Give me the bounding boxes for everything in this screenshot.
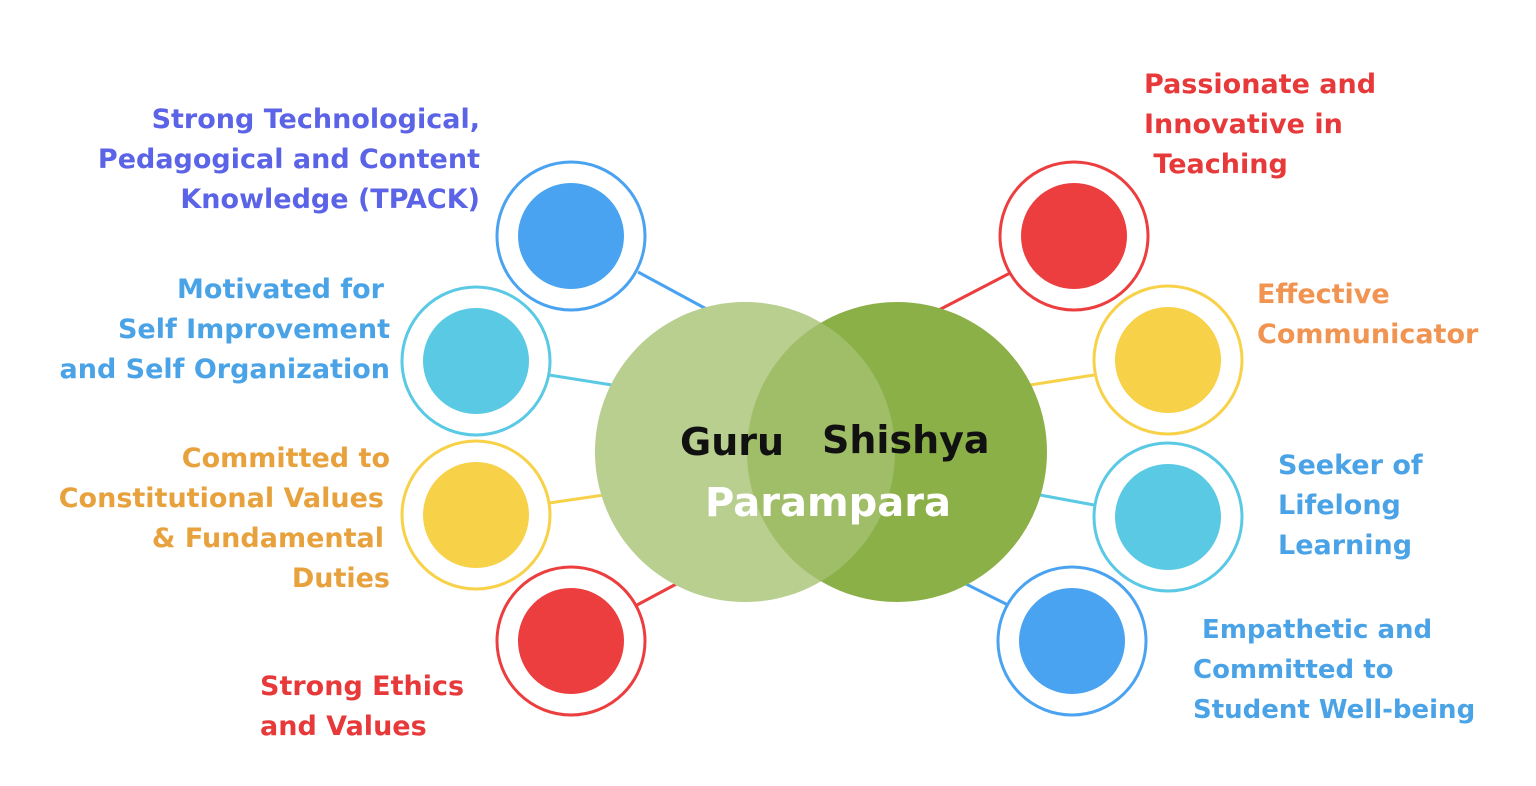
label-line: Learning	[1278, 530, 1413, 561]
label-empathetic: Empathetic and Committed to Student Well…	[1193, 610, 1475, 730]
node-tpack	[495, 160, 647, 312]
connector-tpack	[637, 270, 713, 314]
center-word-parampara: Parampara	[705, 480, 951, 526]
connector-ethics	[636, 580, 681, 607]
label-line: Committed to	[1193, 655, 1394, 685]
label-line: Committed to	[181, 443, 390, 474]
label-lifelong: Seeker of Lifelong Learning	[1278, 446, 1423, 566]
node-motivated	[400, 285, 552, 437]
label-line: & Fundamental	[151, 523, 384, 554]
node-constitutional	[400, 439, 552, 591]
label-motivated: Motivated for Self Improvement and Self …	[60, 270, 391, 390]
label-tpack: Strong Technological, Pedagogical and Co…	[98, 100, 480, 220]
label-line: Passionate and	[1144, 69, 1377, 100]
label-passionate: Passionate and Innovative in Teaching	[1144, 65, 1376, 185]
connector-passionate	[934, 270, 1013, 314]
label-line: Duties	[291, 563, 390, 594]
label-line: Innovative in	[1144, 109, 1343, 140]
node-passionate	[998, 160, 1150, 312]
node-communicator	[1092, 284, 1244, 436]
label-line: and Values	[260, 711, 427, 742]
guru-overlay	[595, 302, 895, 602]
label-communicator: Effective Communicator	[1257, 275, 1478, 355]
label-line: Strong Ethics	[260, 671, 465, 702]
label-line: Teaching	[1144, 149, 1288, 180]
label-line: Pedagogical and Content	[97, 144, 480, 175]
center-word-guru: Guru	[680, 420, 785, 464]
label-constitutional: Committed to Constitutional Values & Fun…	[59, 439, 390, 599]
connector-communicator	[1029, 373, 1095, 387]
connector-lifelong	[1039, 493, 1095, 507]
connector-constitutional	[548, 493, 605, 505]
center-word-shishya: Shishya	[822, 418, 990, 462]
label-line: Seeker of	[1278, 450, 1423, 481]
label-line: Communicator	[1257, 319, 1479, 350]
node-lifelong	[1092, 441, 1244, 593]
node-empathetic	[996, 565, 1148, 717]
shishya-circle	[747, 302, 1047, 602]
connector-motivated	[548, 373, 613, 387]
label-line: Self Improvement	[117, 314, 390, 345]
label-line: Motivated for	[177, 274, 384, 305]
label-line: Lifelong	[1278, 490, 1401, 521]
label-line: Empathetic and	[1193, 615, 1433, 645]
label-ethics: Strong Ethics and Values	[260, 667, 464, 747]
label-line: Student Well-being	[1193, 695, 1476, 725]
label-line: Strong Technological,	[151, 104, 480, 135]
label-line: Effective	[1257, 279, 1390, 310]
connector-empathetic	[961, 580, 1009, 607]
label-line: and Self Organization	[59, 354, 391, 385]
node-ethics	[495, 565, 647, 717]
label-line: Knowledge (TPACK)	[180, 184, 480, 215]
label-line: Constitutional Values	[58, 483, 384, 514]
